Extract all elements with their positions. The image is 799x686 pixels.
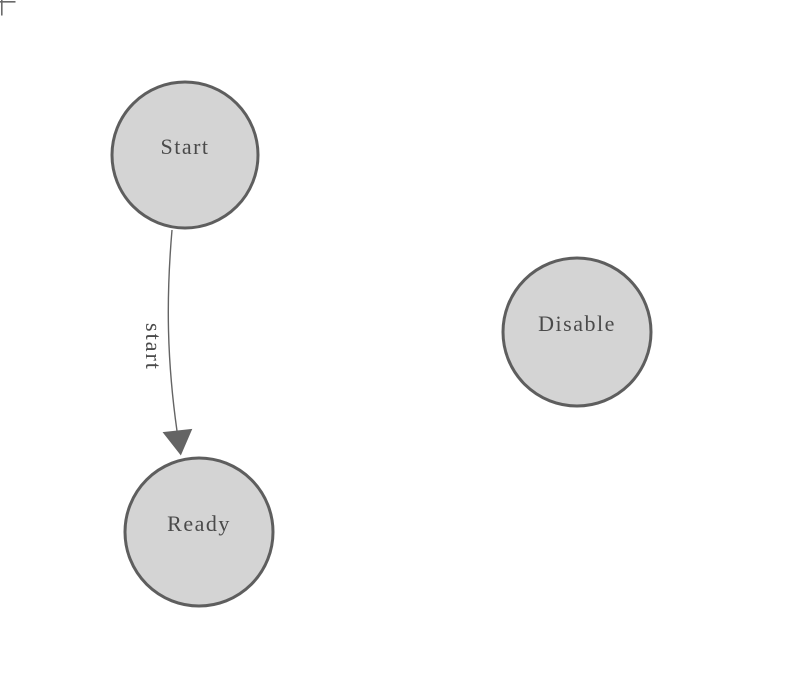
node-start[interactable]: Start bbox=[110, 80, 260, 230]
node-start-label: Start bbox=[160, 134, 209, 159]
edge-label: start bbox=[141, 323, 166, 371]
node-ready-label: Ready bbox=[167, 511, 231, 536]
node-ready-circle[interactable] bbox=[123, 456, 275, 608]
node-start-circle[interactable] bbox=[110, 80, 260, 230]
node-ready[interactable]: Ready bbox=[123, 456, 275, 608]
node-disable-circle[interactable] bbox=[501, 256, 653, 408]
node-disable[interactable]: Disable bbox=[501, 256, 653, 408]
arrowhead-icon[interactable] bbox=[162, 428, 193, 456]
node-disable-label: Disable bbox=[538, 311, 616, 336]
edge-start-to-ready[interactable]: start bbox=[141, 229, 193, 456]
canvas-corner-marker-icon bbox=[0, 0, 16, 16]
edge-line[interactable] bbox=[167, 229, 178, 432]
